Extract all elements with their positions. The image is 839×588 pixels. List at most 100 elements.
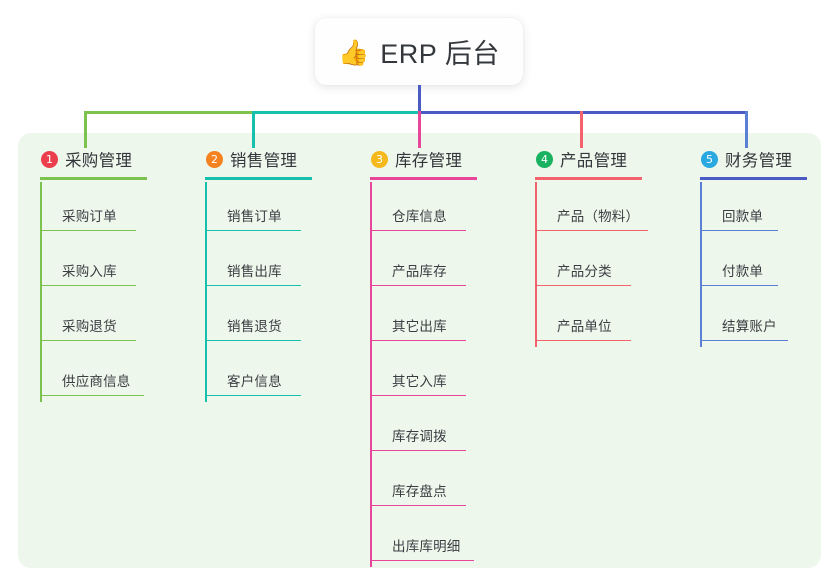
sub-item-underline [370,339,466,341]
connector-green-segment [84,111,254,114]
sub-item-label: 仓库信息 [392,209,447,224]
list-item[interactable]: 采购入库 [40,237,136,292]
sub-item-underline [535,229,648,231]
branch-inventory-management[interactable]: 3 库存管理 仓库信息 产品库存 其它出库 其它入库 库存调拨 [370,148,477,567]
list-item[interactable]: 产品库存 [370,237,466,292]
list-item[interactable]: 销售出库 [205,237,301,292]
branch-badge-2: 2 [206,150,223,168]
branch-header-underline-finance [700,177,807,180]
list-item[interactable]: 付款单 [700,237,792,292]
sub-item-label: 产品（物料） [557,209,640,224]
sub-item-underline [370,284,466,286]
branches-panel [18,133,821,568]
list-item[interactable]: 采购订单 [40,182,136,237]
stub-sales [252,111,255,148]
sub-item-underline [535,339,631,341]
branch-badge-4: 4 [536,150,553,168]
list-item[interactable]: 结算账户 [700,292,792,347]
sub-item-label: 出库库明细 [392,539,461,554]
sub-spine-inventory [370,182,372,567]
sub-spine-finance [700,182,702,347]
sub-item-label: 产品分类 [557,264,612,279]
list-item[interactable]: 采购退货 [40,292,136,347]
branch-header-finance[interactable]: 5 财务管理 [700,148,792,170]
sub-item-label: 其它入库 [392,374,447,389]
sub-list-sales: 销售订单 销售出库 销售退货 客户信息 [205,182,301,402]
branch-title-inventory: 库存管理 [395,152,463,170]
branch-header-product[interactable]: 4 产品管理 [535,148,627,170]
list-item[interactable]: 销售退货 [205,292,301,347]
sub-spine-sales [205,182,207,402]
sub-item-label: 供应商信息 [62,374,131,389]
sub-item-label: 销售出库 [227,264,282,279]
list-item[interactable]: 销售订单 [205,182,301,237]
sub-item-label: 回款单 [722,209,764,224]
list-item[interactable]: 其它入库 [370,347,466,402]
stub-inventory [418,111,421,148]
sub-item-underline [205,394,301,396]
sub-item-underline [370,559,474,561]
sub-item-label: 销售退货 [227,319,282,334]
stub-purchase [84,111,87,148]
sub-item-underline [370,394,466,396]
sub-spine-product [535,182,537,347]
list-item[interactable]: 其它出库 [370,292,466,347]
root-node-title: ERP 后台 [380,39,500,69]
trunk-line [418,85,421,113]
branch-badge-1: 1 [41,150,58,168]
sub-item-label: 其它出库 [392,319,447,334]
branch-title-finance: 财务管理 [725,152,793,170]
sub-item-underline [535,284,631,286]
sub-item-underline [700,339,788,341]
sub-list-inventory: 仓库信息 产品库存 其它出库 其它入库 库存调拨 库存盘点 [370,182,474,567]
list-item[interactable]: 库存调拨 [370,402,466,457]
connector-teal-segment [252,111,421,114]
list-item[interactable]: 回款单 [700,182,792,237]
branch-finance-management[interactable]: 5 财务管理 回款单 付款单 结算账户 [700,148,807,347]
branch-header-inventory[interactable]: 3 库存管理 [370,148,462,170]
branch-title-sales: 销售管理 [230,152,298,170]
sub-list-purchase: 采购订单 采购入库 采购退货 供应商信息 [40,182,144,402]
sub-item-label: 结算账户 [722,319,777,334]
sub-item-underline [370,229,466,231]
list-item[interactable]: 产品单位 [535,292,631,347]
sub-item-underline [205,339,301,341]
sub-item-label: 库存调拨 [392,429,447,444]
list-item[interactable]: 产品分类 [535,237,631,292]
sub-item-underline [205,284,301,286]
sub-item-underline [205,229,301,231]
sub-item-underline [700,284,778,286]
sub-item-underline [40,229,136,231]
sub-item-label: 采购订单 [62,209,117,224]
list-item[interactable]: 出库库明细 [370,512,474,567]
sub-item-underline [370,449,466,451]
sub-spine-purchase [40,182,42,402]
sub-item-label: 销售订单 [227,209,282,224]
branch-header-underline-product [535,177,642,180]
thumbs-up-icon: 👍 [338,38,370,67]
branch-header-underline-purchase [40,177,147,180]
branch-header-underline-inventory [370,177,477,180]
sub-item-underline [370,504,466,506]
sub-item-label: 采购退货 [62,319,117,334]
list-item[interactable]: 供应商信息 [40,347,144,402]
sub-item-label: 产品库存 [392,264,447,279]
sub-item-underline [40,339,136,341]
sub-item-underline [40,284,136,286]
branch-sales-management[interactable]: 2 销售管理 销售订单 销售出库 销售退货 客户信息 [205,148,312,402]
branch-purchase-management[interactable]: 1 采购管理 采购订单 采购入库 采购退货 供应商信息 [40,148,147,402]
branch-title-product: 产品管理 [560,152,628,170]
branch-header-sales[interactable]: 2 销售管理 [205,148,297,170]
branch-title-purchase: 采购管理 [65,152,133,170]
connector-indigo-segment [418,111,747,114]
list-item[interactable]: 库存盘点 [370,457,466,512]
sub-item-label: 采购入库 [62,264,117,279]
branch-product-management[interactable]: 4 产品管理 产品（物料） 产品分类 产品单位 [535,148,648,347]
sub-item-underline [700,229,778,231]
branch-badge-3: 3 [371,150,388,168]
list-item[interactable]: 仓库信息 [370,182,466,237]
branch-header-purchase[interactable]: 1 采购管理 [40,148,132,170]
list-item[interactable]: 客户信息 [205,347,301,402]
list-item[interactable]: 产品（物料） [535,182,648,237]
root-node-erp-backend[interactable]: 👍 ERP 后台 [315,18,523,85]
